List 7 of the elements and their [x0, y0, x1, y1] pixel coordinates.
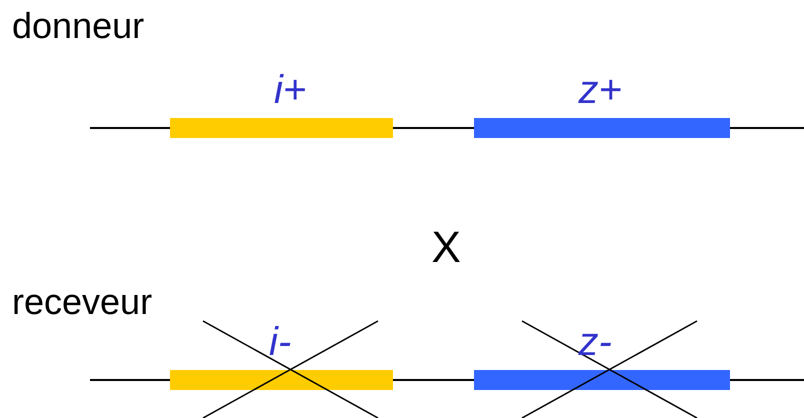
strain-label: receveur [12, 284, 152, 320]
gene-label: i+ [274, 70, 306, 110]
cross-symbol: X [432, 226, 461, 270]
strain-label: donneur [12, 8, 144, 44]
gene-label: z+ [578, 70, 622, 110]
gene-label: i- [269, 322, 292, 362]
gene-label: z- [578, 322, 612, 362]
